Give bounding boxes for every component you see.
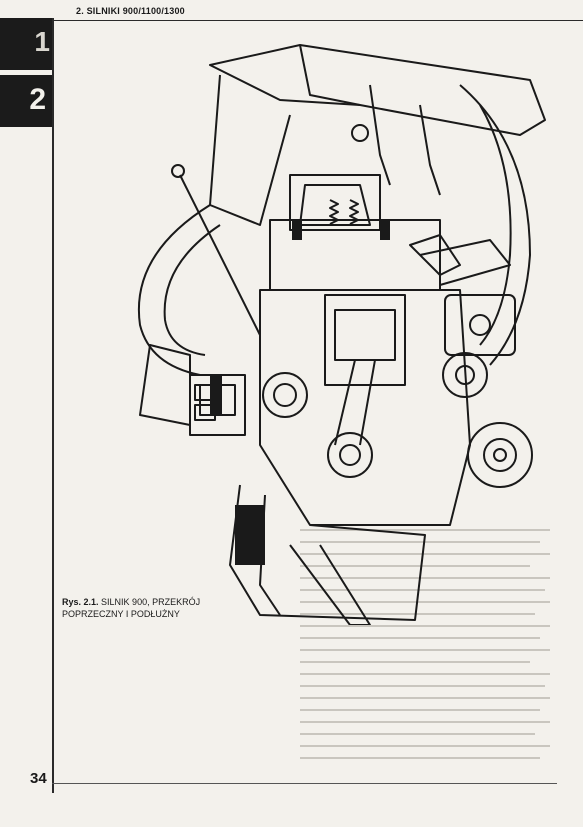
chapter-tab-2[interactable]: 2 [0,75,52,127]
chapter-tab-1-label: 1 [34,26,50,57]
page-number: 34 [30,770,47,787]
chapter-tab-2-label: 2 [29,83,46,116]
engine-cross-section-illustration [137,44,546,625]
bleed-through-text [300,529,550,759]
chapter-tab-1[interactable]: 1 [0,18,52,70]
header-rule [52,20,583,21]
figure-caption-label: Rys. 2.1. [62,597,99,607]
figure-caption-text: SILNIK 900, PRZEKRÓJ POPRZECZNY I PODŁUŻ… [62,597,201,619]
figure-caption: Rys. 2.1. SILNIK 900, PRZEKRÓJ POPRZECZN… [62,596,262,620]
footer-rule [52,783,557,784]
left-margin-rule [52,18,54,793]
running-head: 2. SILNIKI 900/1100/1300 [76,6,185,16]
